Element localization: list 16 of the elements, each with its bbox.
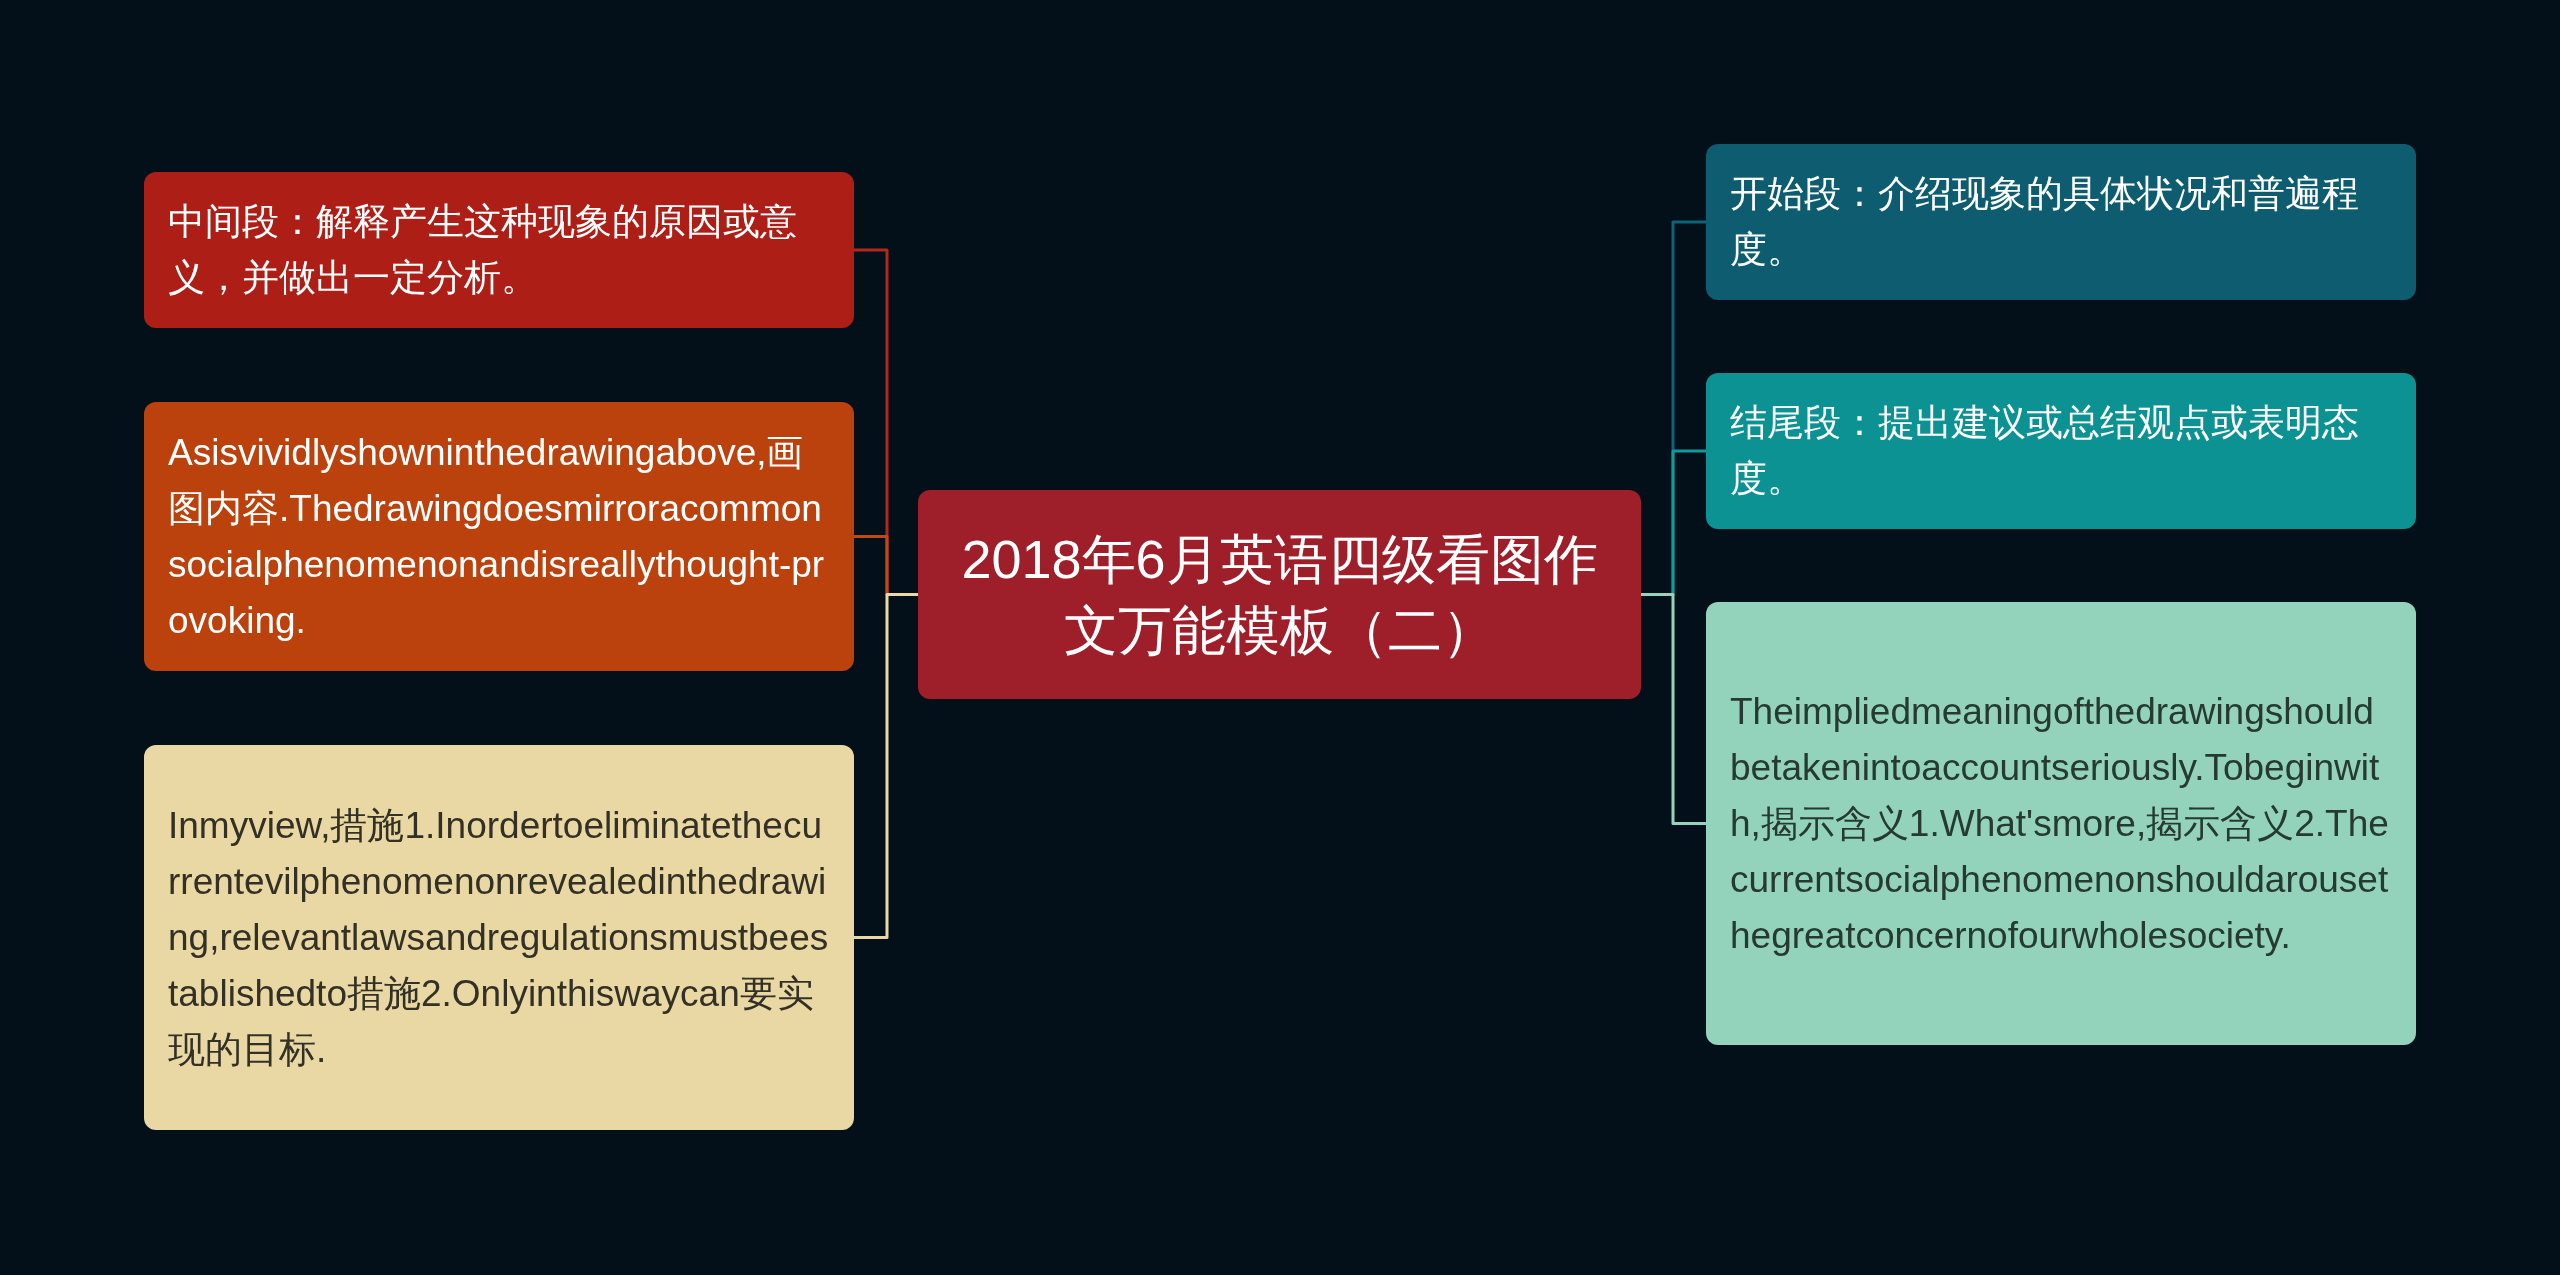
topic-box (144, 402, 854, 671)
central-topic-box (918, 490, 1641, 699)
topic-text: Theimpliedmeaningofthedrawingshouldbetakenintoaccountseriously.Tobeginwith,揭示含义1.What'smore,揭示含义2.Thecurrentsocialphenomenonshouldarousethegreatconcernofourwholesociety. (1730, 689, 2390, 958)
topic-text: Inmyview,措施1.Inordertoeliminatethecurrentevilphenomenonrevealedinthedrawing,relevantlawsandregulationsmustbeestablishedto措施2.Onlyinthiswaycan要实现的目标. (168, 803, 830, 1072)
topic-text: 2018年6月英语四级看图作文万能模板（二） (960, 528, 1599, 662)
topic-box (144, 745, 854, 1130)
connector-line (1641, 593, 1706, 825)
topic-box (1706, 144, 2416, 300)
topic-box (1706, 602, 2416, 1045)
topic-text: 结尾段：提出建议或总结观点或表明态度。 (1730, 401, 2360, 501)
topic-text: 开始段：介绍现象的具体状况和普遍程度。 (1730, 172, 2360, 272)
topic-box (144, 172, 854, 328)
topic-box (1706, 373, 2416, 529)
connector-line (854, 593, 918, 939)
topic-text: Asisvividlyshowninthedrawingabove,画图内容.Thedrawingdoesmirroracommonsocialphenomenonandisreallythought-provoking. (168, 430, 826, 643)
topic-text: 中间段：解释产生这种现象的原因或意义，并做出一定分析。 (168, 200, 798, 300)
